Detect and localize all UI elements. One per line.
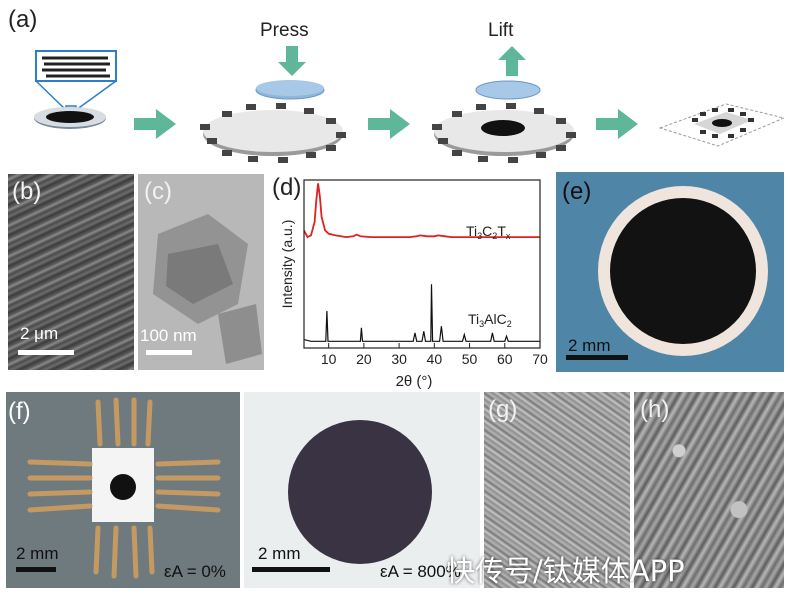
panel-f-device-unstretched: (f) 2 mm εA = 0% bbox=[6, 392, 240, 588]
panel-d-xrd: (d) 10 20 30 40 50 60 70 Intensity (a.u.) 2θ (… bbox=[268, 172, 550, 390]
panel-f-scale-bar-right bbox=[252, 567, 330, 572]
y-axis-label: Intensity (a.u.) bbox=[279, 220, 295, 309]
stack-inset bbox=[35, 50, 117, 115]
panel-f-scale-label-left: 2 mm bbox=[16, 544, 59, 563]
panel-b-sem-image: (b) 2 μm bbox=[8, 174, 134, 370]
panel-h-sem-image: (h) bbox=[634, 392, 784, 588]
press-down-arrow bbox=[278, 46, 306, 76]
lift-up-arrow bbox=[498, 46, 526, 76]
series-line-ti3c2tx bbox=[303, 183, 540, 239]
x-tick-label: 40 bbox=[427, 351, 443, 367]
flow-arrow-1 bbox=[134, 109, 176, 139]
panel-e-scale-label: 2 mm bbox=[568, 336, 611, 355]
panel-c-scale-label: 100 nm bbox=[140, 326, 197, 345]
stretched-mxene-film bbox=[288, 420, 432, 564]
panel-f-device-stretched: 2 mm εA = 800% bbox=[244, 392, 480, 588]
mxene-film-disk bbox=[610, 198, 756, 344]
panel-f-scale-bar-left bbox=[16, 567, 56, 572]
press-label: Press bbox=[260, 20, 309, 41]
flow-arrow-2 bbox=[368, 109, 410, 139]
panel-d-label: (d) bbox=[272, 174, 302, 201]
x-tick-label: 70 bbox=[532, 351, 548, 367]
lift-stamp bbox=[475, 80, 541, 100]
series-line-ti3alc2 bbox=[303, 284, 540, 342]
tem-flakes bbox=[153, 214, 262, 364]
electrode-wires bbox=[27, 397, 221, 579]
plot-frame bbox=[303, 179, 541, 349]
panel-c-scale-bar bbox=[146, 350, 192, 355]
panel-g-sem-image: (g) bbox=[484, 392, 630, 588]
panel-a-label: (a) bbox=[8, 6, 38, 33]
panel-f-label: (f) bbox=[8, 398, 31, 425]
x-tick-label: 50 bbox=[462, 351, 478, 367]
panel-e-photo: (e) 2 mm bbox=[556, 172, 784, 372]
panel-b-scale-bar bbox=[18, 350, 74, 355]
panel-f-scale-label-right: 2 mm bbox=[258, 544, 301, 563]
panel-e-scale-bar bbox=[566, 355, 628, 360]
press-substrate bbox=[200, 103, 346, 163]
panel-a: (a) bbox=[0, 0, 790, 165]
x-tick-label: 30 bbox=[391, 351, 407, 367]
panel-g-label: (g) bbox=[488, 396, 518, 423]
strain-label-right: εA = 800% bbox=[380, 562, 461, 581]
panel-b-scale-label: 2 μm bbox=[20, 324, 59, 343]
press-stamp bbox=[255, 80, 325, 100]
lift-label: Lift bbox=[488, 20, 514, 41]
panel-b-label: (b) bbox=[12, 178, 42, 205]
x-tick-label: 10 bbox=[321, 351, 337, 367]
panel-c-label: (c) bbox=[144, 178, 172, 205]
x-tick-label: 60 bbox=[497, 351, 513, 367]
series-label-ti3alc2: Ti3AlC2 bbox=[468, 311, 512, 329]
strain-label-left: εA = 0% bbox=[164, 562, 226, 581]
x-tick-label: 20 bbox=[356, 351, 372, 367]
x-axis-label: 2θ (°) bbox=[396, 373, 433, 390]
panel-e-label: (e) bbox=[562, 178, 592, 205]
fabrication-schematic bbox=[34, 46, 786, 163]
final-device bbox=[658, 103, 786, 147]
panel-h-label: (h) bbox=[640, 396, 670, 423]
watermark: 快传号/钛媒体APP bbox=[446, 554, 685, 588]
series-label-ti3c2tx: Ti3C2Tx bbox=[466, 223, 511, 241]
filter-membrane bbox=[34, 107, 106, 129]
lift-substrate bbox=[432, 103, 576, 163]
mxene-electrode bbox=[110, 474, 136, 500]
flow-arrow-3 bbox=[596, 109, 638, 139]
panel-c-tem-image: (c) 100 nm bbox=[138, 174, 264, 370]
xrd-chart: 10 20 30 40 50 60 70 Intensity (a.u.) 2θ (°) T… bbox=[279, 179, 548, 390]
